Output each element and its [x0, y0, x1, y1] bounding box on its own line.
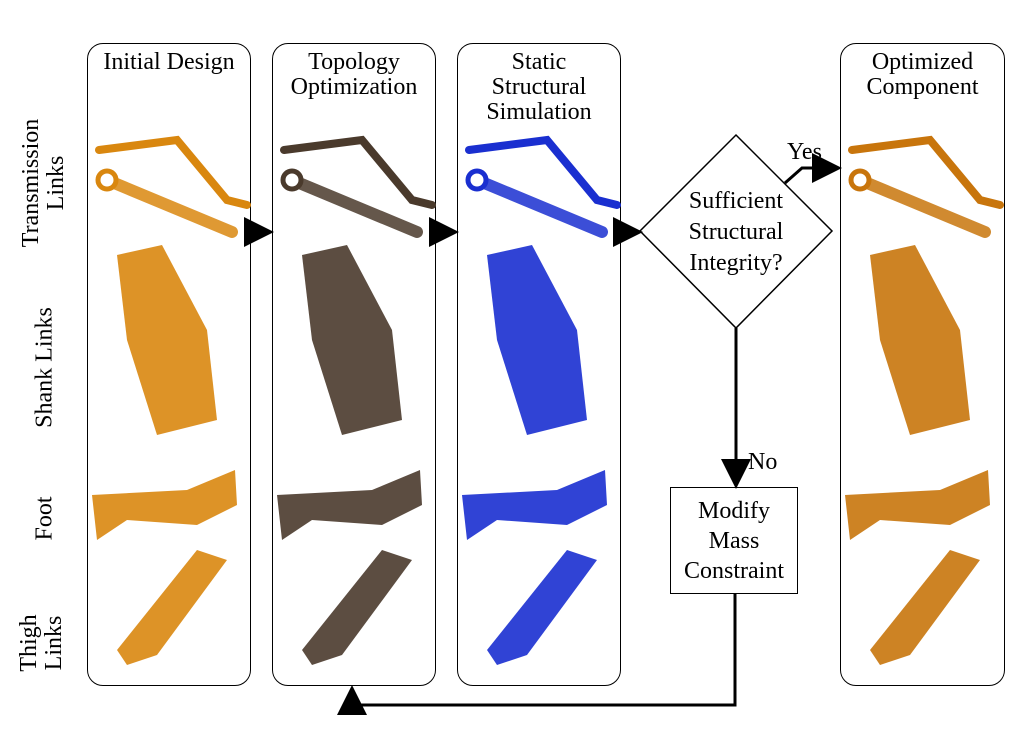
optimized-transmission-link-upper [848, 135, 1004, 209]
topology-thigh-link [302, 550, 412, 665]
link-hole [465, 168, 489, 192]
arrow-yes [784, 153, 842, 185]
link-hole [95, 168, 119, 192]
no-label: No [748, 449, 778, 475]
optimized-foot [845, 470, 990, 540]
link-hole [280, 168, 304, 192]
initial-transmission-link-upper [95, 135, 251, 209]
initial-shank-link [117, 245, 217, 435]
initial-foot [92, 470, 237, 540]
yes-label: Yes [787, 139, 822, 165]
topology-transmission-link-upper [280, 135, 436, 209]
link-hole [848, 168, 872, 192]
simulation-shank-link [487, 245, 587, 435]
simulation-thigh-link [487, 550, 597, 665]
initial-thigh-link [117, 550, 227, 665]
optimized-thigh-link [870, 550, 980, 665]
simulation-transmission-link-upper [465, 135, 621, 209]
simulation-transmission-link-lower [471, 174, 608, 238]
topology-transmission-link-lower [286, 174, 423, 238]
topology-shank-link [302, 245, 402, 435]
column-title: Initial Design [103, 49, 235, 75]
optimized-transmission-link-lower [854, 174, 991, 238]
initial-transmission-link-lower [101, 174, 238, 238]
arrow-feedback [337, 594, 737, 715]
simulation-foot [462, 470, 607, 540]
topology-foot [277, 470, 422, 540]
optimized-shank-link [870, 245, 970, 435]
column-initial-design: Initial Design [87, 43, 251, 686]
